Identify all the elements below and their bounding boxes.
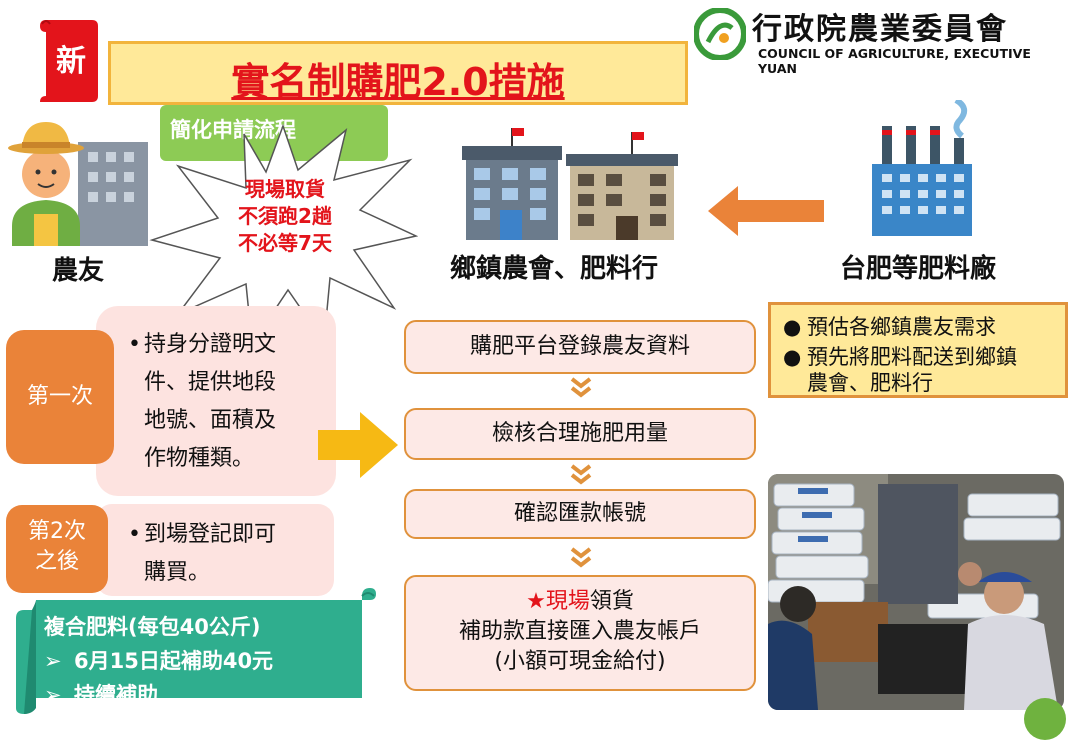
new-badge: 新: [40, 16, 102, 104]
page-title: 實名制購肥2.0措施: [231, 60, 565, 104]
compound-item: ➢持續補助: [44, 683, 158, 707]
burst-text: 現場取貨 不須跑2趟 不必等7天: [200, 176, 370, 257]
fertilizer-store-photo: [768, 474, 1064, 710]
compound-title: 複合肥料(每包40公斤): [44, 615, 261, 639]
compound-fertilizer-scroll: [16, 588, 376, 714]
first-time-line: 地號、面積及: [144, 408, 277, 433]
compound-fertilizer-text: 複合肥料(每包40公斤) ➢6月15日起補助40元 ➢持續補助: [44, 610, 273, 712]
first-time-line: 件、提供地段: [144, 370, 277, 395]
flow-step-confirm-account: 確認匯款帳號: [404, 489, 756, 539]
after-second-text: •到場登記即可 購買。: [128, 516, 318, 592]
flow-step-check: 檢核合理施肥用量: [404, 408, 756, 460]
factory-note: ●預先將肥料配送到鄉鎮: [783, 345, 1017, 369]
new-badge-label: 新: [56, 44, 86, 79]
factory-label: 台肥等肥料廠: [840, 254, 997, 284]
status-dot: [1024, 698, 1066, 740]
after-second-tag-line: 之後: [34, 549, 79, 574]
double-chevron-down-icon: [570, 464, 592, 485]
pickup-rest: 領貨: [589, 589, 634, 614]
burst-callout: [149, 123, 418, 347]
pickup-highlight: 現場: [545, 589, 590, 614]
simplify-tag-label: 簡化申請流程: [170, 118, 296, 142]
farmer-label: 農友: [52, 256, 105, 286]
first-time-tag: 第一次: [6, 330, 114, 464]
first-time-line: 作物種類。: [144, 446, 255, 471]
factory-note-cont: 農會、肥料行: [807, 371, 933, 395]
coop-label: 鄉鎮農會、肥料行: [450, 254, 659, 284]
star-icon: ★: [526, 589, 546, 614]
first-time-box: [96, 306, 336, 496]
compound-item: ➢6月15日起補助40元: [44, 649, 274, 673]
pickup-line: (小額可現金給付): [494, 649, 666, 674]
factory-icon: [872, 100, 972, 236]
after-second-line: •到場登記即可: [128, 522, 277, 547]
after-second-box: [96, 504, 334, 596]
pickup-line: 補助款直接匯入農友帳戶: [458, 619, 701, 644]
building-icon: [462, 128, 678, 240]
pickup-line: ★現場領貨: [406, 587, 754, 617]
after-second-tag: 第2次 之後: [6, 505, 108, 593]
double-chevron-down-icon: [570, 377, 592, 398]
org-name-zh: 行政院農業委員會: [752, 12, 1008, 47]
first-time-line: •持身分證明文: [128, 332, 277, 357]
org-name-en: COUNCIL OF AGRICULTURE, EXECUTIVE YUAN: [758, 46, 1031, 76]
title-banner: 實名制購肥2.0措施: [108, 41, 688, 105]
farmer-icon: [8, 122, 148, 246]
factory-note: ●預估各鄉鎮農友需求: [783, 315, 996, 339]
double-chevron-down-icon: [570, 547, 592, 568]
burst-line: 不須跑2趟: [238, 204, 332, 228]
burst-line: 不必等7天: [238, 231, 332, 255]
after-second-tag-line: 第2次: [28, 519, 86, 544]
factory-notes-box: ●預估各鄉鎮農友需求 ●預先將肥料配送到鄉鎮 農會、肥料行: [768, 302, 1068, 398]
coa-logo-icon: [694, 8, 746, 60]
first-time-text: •持身分證明文 件、提供地段 地號、面積及 作物種類。: [128, 326, 318, 478]
after-second-line: 購買。: [144, 560, 211, 585]
arrow-left-icon: [708, 186, 824, 236]
flow-step-pickup: ★現場領貨 補助款直接匯入農友帳戶 (小額可現金給付): [404, 575, 756, 691]
burst-line: 現場取貨: [245, 177, 325, 201]
flow-step-register: 購肥平台登錄農友資料: [404, 320, 756, 374]
arrow-right-icon: [318, 412, 398, 478]
